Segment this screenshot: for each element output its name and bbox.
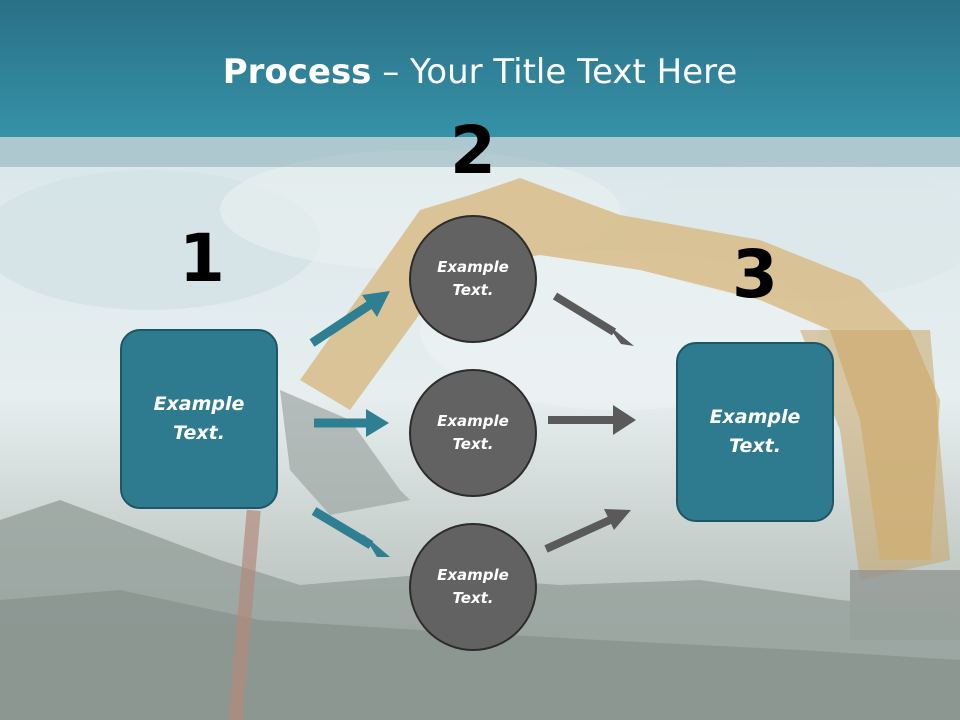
bottom-circle-text: Example Text. (437, 566, 509, 607)
title-bold-part: Process (222, 52, 372, 92)
title-bar (0, 0, 960, 137)
top-circle-text: Example Text. (437, 258, 509, 299)
step-number-3: 3 (732, 236, 778, 313)
left-text-box: Example Text. (120, 329, 278, 509)
middle-circle-text: Example Text. (437, 412, 509, 453)
title-rest-part: – Your Title Text Here (371, 52, 738, 92)
right-box-text: Example Text. (709, 406, 801, 457)
arrow-left-to-middle-icon (314, 409, 389, 437)
right-text-box: Example Text. (676, 342, 834, 522)
arrow-middle-to-right-icon (548, 405, 636, 435)
step-number-1: 1 (179, 220, 225, 297)
bottom-circle: Example Text. (409, 523, 537, 651)
middle-circle: Example Text. (409, 369, 537, 497)
arrow-left-to-bottom-icon (311, 507, 390, 557)
arrow-left-to-top-icon (309, 291, 390, 347)
top-circle: Example Text. (409, 215, 537, 343)
slide-title: Process – Your Title Text Here (0, 52, 960, 92)
left-box-text: Example Text. (153, 393, 245, 444)
arrow-bottom-to-right-icon (544, 509, 631, 553)
arrow-top-to-right-icon (552, 292, 634, 346)
title-divider-strip (0, 137, 960, 167)
step-number-2: 2 (450, 112, 496, 189)
